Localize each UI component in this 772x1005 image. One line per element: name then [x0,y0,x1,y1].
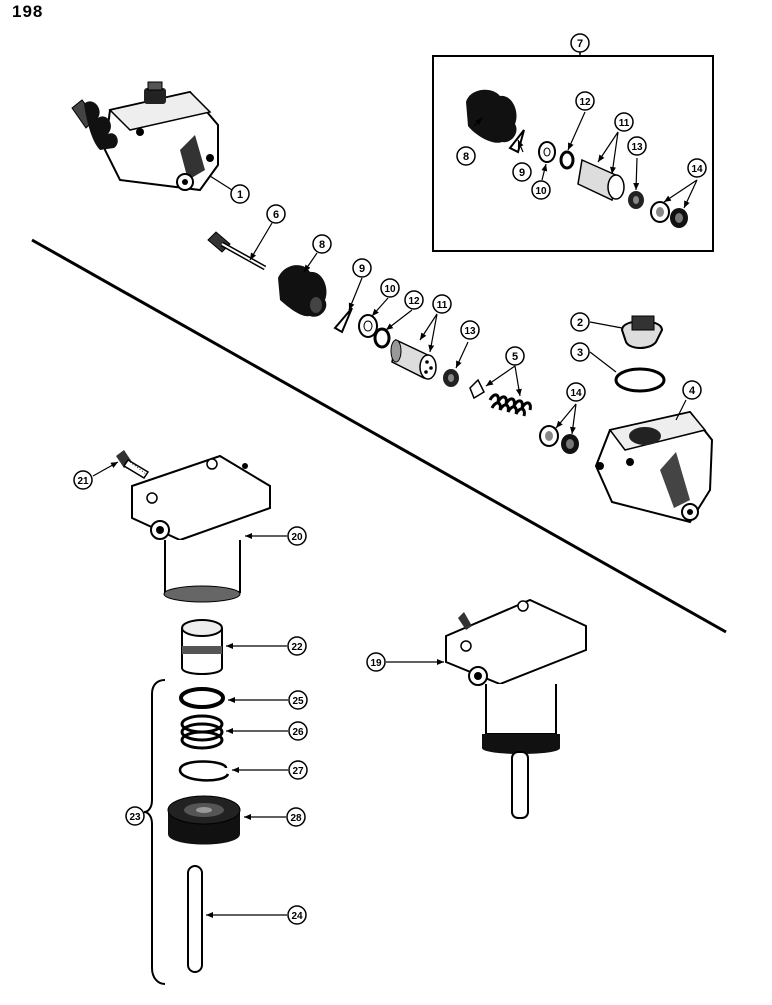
inset-box [432,55,714,252]
leader-lines [92,111,698,918]
callout-14-inset: 14 [687,158,707,178]
callout-9: 9 [352,258,372,278]
svg-text:5: 5 [512,351,518,363]
svg-text:9: 9 [519,167,525,179]
svg-text:13: 13 [464,326,476,337]
svg-text:21: 21 [77,476,89,487]
callout-8: 8 [312,234,332,254]
callout-1: 1 [230,184,250,204]
callout-7: 7 [570,33,590,53]
callout-27: 27 [288,760,308,780]
assembled-cylinder-part [445,598,587,819]
callout-20: 20 [287,526,307,546]
callout-13-inset: 13 [627,136,647,156]
bolt-part [116,450,150,480]
svg-text:8: 8 [319,239,325,251]
spring-part [469,378,532,417]
svg-text:2: 2 [577,317,583,329]
svg-text:26: 26 [292,727,304,738]
cylinder-body-part [594,410,714,524]
svg-text:28: 28 [290,813,302,824]
callout-9-inset: 9 [512,162,532,182]
svg-text:13: 13 [631,142,643,153]
svg-text:27: 27 [292,766,304,777]
callout-3: 3 [570,342,590,362]
callout-2: 2 [570,312,590,332]
main-row-small-parts [333,307,459,387]
callout-19: 19 [366,652,386,672]
callout-12: 12 [404,290,424,310]
svg-text:1: 1 [237,189,243,201]
seal-cup-part [539,425,579,454]
callout-4: 4 [682,380,702,400]
svg-text:25: 25 [292,696,304,707]
svg-text:20: 20 [291,532,303,543]
callout-14: 14 [566,382,586,402]
wheel-cylinder-part [131,454,271,603]
callout-26: 26 [288,721,308,741]
page-number: 198 [12,2,44,21]
callout-11: 11 [432,294,452,314]
piston-seal-part [167,795,241,845]
svg-text:11: 11 [619,118,630,129]
callout-21: 21 [73,470,93,490]
snap-ring-part [178,760,230,782]
callout-11-inset: 11 [614,112,634,132]
assembly-bracket [143,679,166,985]
callout-22: 22 [287,636,307,656]
callout-6: 6 [266,204,286,224]
filler-cap-part [620,315,664,349]
svg-text:22: 22 [291,642,303,653]
svg-text:11: 11 [437,300,448,311]
callout-5: 5 [505,346,525,366]
svg-text:23: 23 [129,812,141,823]
callout-8-inset: 8 [456,146,476,166]
svg-text:12: 12 [408,296,420,307]
svg-text:8: 8 [463,151,469,163]
callout-10-inset: 10 [531,180,551,200]
svg-text:4: 4 [689,385,696,397]
callout-12-inset: 12 [575,91,595,111]
svg-text:24: 24 [291,911,303,922]
separator-line [31,238,727,634]
piston-part [181,619,223,675]
svg-text:14: 14 [570,388,582,399]
callout-23: 23 [125,806,145,826]
svg-text:14: 14 [691,164,703,175]
piston-spring-part [180,714,224,750]
inset-parts [466,89,688,228]
svg-text:7: 7 [577,38,583,50]
svg-text:9: 9 [359,263,365,275]
push-rod-part [207,231,267,271]
callout-10: 10 [380,278,400,298]
callout-24: 24 [287,905,307,925]
gasket-part [614,367,666,393]
svg-text:3: 3 [577,347,583,359]
callout-25: 25 [288,690,308,710]
svg-text:19: 19 [370,658,382,669]
boot-part [278,265,327,317]
svg-text:6: 6 [273,209,279,221]
svg-text:12: 12 [579,97,591,108]
o-ring-part [179,687,225,709]
svg-text:10: 10 [384,284,396,295]
callout-28: 28 [286,807,306,827]
push-pin-part [187,865,203,973]
callout-13: 13 [460,320,480,340]
master-cylinder-assembly-part [71,81,219,192]
svg-text:10: 10 [535,186,547,197]
